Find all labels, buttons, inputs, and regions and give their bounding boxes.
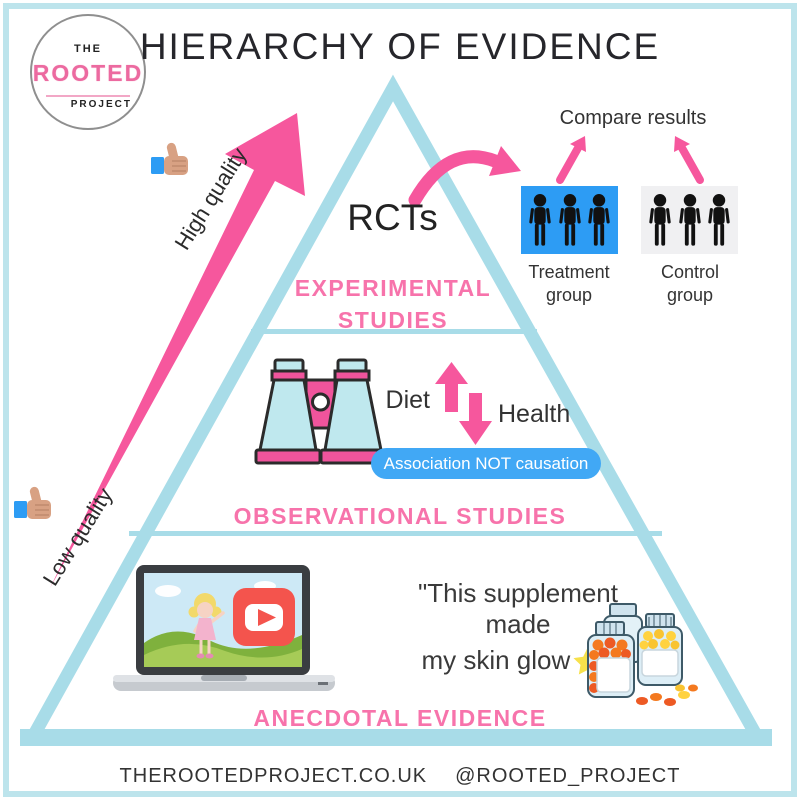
diet-health-arrows: [435, 362, 492, 445]
treatment-group-label: Treatment group: [509, 261, 629, 306]
cartoon-woman: [188, 593, 225, 659]
curved-arrow: [408, 146, 521, 207]
footer: THEROOTEDPROJECT.CO.UK @ROOTED_PROJECT: [0, 765, 800, 788]
logo-name: ROOTED: [32, 60, 144, 86]
control-group-label: Control group: [630, 261, 750, 306]
quote-line1: "This supplement made: [418, 578, 618, 640]
footer-handle: @ROOTED_PROJECT: [455, 765, 681, 787]
person-icon: [708, 193, 730, 247]
anecdote-quote: "This supplement made my skin glow ": [398, 578, 638, 677]
diet-label: Diet: [385, 386, 430, 414]
control-label-line2: group: [666, 284, 714, 305]
rcts-heading: RCTs: [347, 197, 438, 238]
quality-arrow: [50, 113, 305, 588]
logo-underline: [46, 95, 130, 97]
compare-arrows: [556, 136, 704, 184]
pyramid-base-bar: [20, 729, 772, 746]
treatment-label-line2: group: [545, 284, 593, 305]
pyramid-divider-top: [251, 329, 537, 334]
person-icon: [649, 193, 671, 247]
person-icon: [679, 193, 701, 247]
pyramid-divider-bottom: [129, 531, 662, 536]
page-title: HIERARCHY OF EVIDENCE: [139, 26, 661, 67]
thumbs-down-icon: [14, 486, 51, 519]
treatment-label-line1: Treatment: [528, 262, 610, 282]
footer-website: THEROOTEDPROJECT.CO.UK: [119, 765, 428, 787]
rooted-project-logo: THE ROOTED PROJECT: [30, 14, 146, 130]
laptop-icon: [113, 565, 335, 691]
pyramid-outline: [24, 74, 766, 746]
person-icon: [588, 193, 610, 247]
tier-label-observational: OBSERVATIONAL STUDIES: [233, 503, 567, 529]
control-label-line1: Control: [660, 262, 720, 282]
youtube-icon: [233, 588, 295, 646]
quote-line2: my skin glow: [421, 645, 571, 676]
up-arrow-icon: [445, 382, 458, 412]
down-arrow-icon: [469, 393, 482, 421]
tier-label-experimental: EXPERIMENTAL STUDIES: [294, 275, 492, 334]
pill-bottles-icon: [587, 603, 698, 706]
person-icon: [529, 193, 551, 247]
association-badge: Association NOT causation: [371, 448, 601, 479]
binoculars-icon: [254, 358, 387, 465]
person-icon: [559, 193, 581, 247]
treatment-group-box: [521, 186, 618, 254]
health-label: Health: [498, 400, 571, 428]
control-group-box: [641, 186, 738, 254]
logo-project: PROJECT: [70, 99, 132, 110]
logo-the: THE: [74, 43, 102, 55]
compare-results-label: Compare results: [559, 107, 707, 129]
thumbs-up-icon: [151, 142, 188, 175]
tier-label-anecdotal: ANECDOTAL EVIDENCE: [253, 705, 547, 731]
